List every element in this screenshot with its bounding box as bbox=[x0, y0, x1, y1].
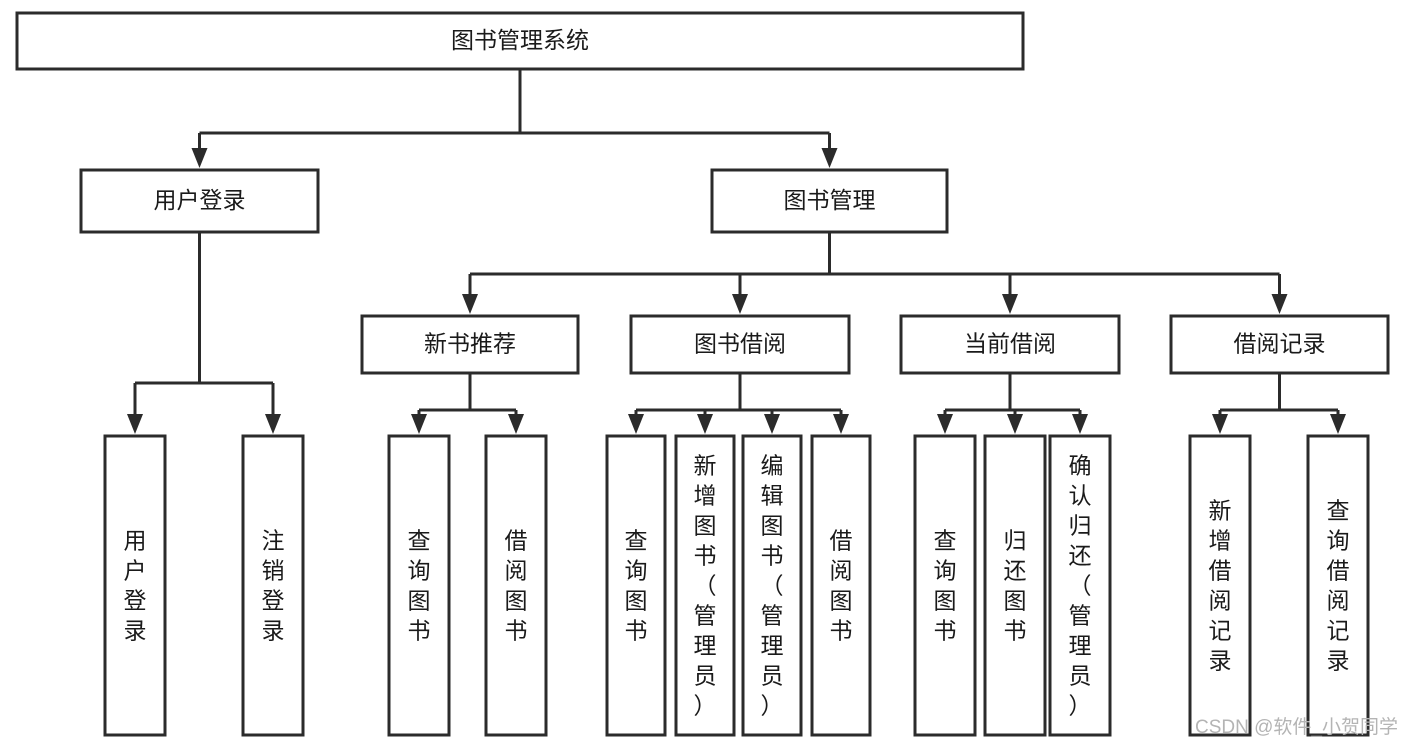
node-new-book-recommend-box bbox=[360, 314, 580, 375]
connector-layer bbox=[127, 69, 1346, 434]
node-leaf-query-borrow-record-box bbox=[1306, 434, 1370, 737]
node-leaf-user-login-box bbox=[103, 434, 167, 737]
node-leaf-add-borrow-record[interactable]: 新增借阅记录 bbox=[1188, 434, 1252, 737]
book-borrow-to-leaves-arrow bbox=[697, 414, 713, 434]
node-leaf-add-book-admin-label: 新增图书（管理员） bbox=[694, 453, 717, 719]
node-leaf-borrow-book[interactable]: 借阅图书 bbox=[810, 434, 872, 737]
node-leaf-query-book-rec-label: 查询图书 bbox=[408, 528, 431, 644]
book-manage-to-level3-arrow bbox=[1271, 294, 1288, 314]
node-leaf-user-logout[interactable]: 注销登录 bbox=[241, 434, 305, 737]
node-leaf-return-book-label: 归还图书 bbox=[1004, 528, 1027, 644]
node-leaf-user-login-label: 用户登录 bbox=[124, 528, 147, 644]
node-leaf-add-book-admin[interactable]: 新增图书（管理员） bbox=[674, 434, 736, 737]
node-new-book-recommend-label: 新书推荐 bbox=[424, 331, 516, 357]
node-leaf-query-book-rec-box bbox=[387, 434, 451, 737]
new-book-recommend-to-leaves-arrow bbox=[508, 414, 524, 434]
current-borrow-to-leaves-arrow bbox=[937, 414, 953, 434]
node-book-manage[interactable]: 图书管理 bbox=[710, 168, 949, 234]
node-leaf-edit-book-admin-label: 编辑图书（管理员） bbox=[761, 453, 784, 719]
node-book-borrow[interactable]: 图书借阅 bbox=[629, 314, 851, 375]
node-leaf-add-borrow-record-box bbox=[1188, 434, 1252, 737]
user-login-to-leaves-arrow bbox=[265, 414, 281, 434]
node-leaf-query-borrow-record[interactable]: 查询借阅记录 bbox=[1306, 434, 1370, 737]
node-leaf-borrow-book-rec[interactable]: 借阅图书 bbox=[484, 434, 548, 737]
node-new-book-recommend[interactable]: 新书推荐 bbox=[360, 314, 580, 375]
node-current-borrow-box bbox=[899, 314, 1121, 375]
node-root-box bbox=[15, 11, 1025, 71]
current-borrow-to-leaves-arrow bbox=[1007, 414, 1023, 434]
root-to-level2-arrow bbox=[191, 148, 208, 168]
node-leaf-borrow-book-rec-box bbox=[484, 434, 548, 737]
node-leaf-query-book-cur-box bbox=[913, 434, 977, 737]
node-current-borrow-label: 当前借阅 bbox=[964, 331, 1056, 357]
node-leaf-query-book-cur[interactable]: 查询图书 bbox=[913, 434, 977, 737]
node-leaf-edit-book-admin[interactable]: 编辑图书（管理员） bbox=[741, 434, 803, 737]
node-leaf-query-borrow-record-label: 查询借阅记录 bbox=[1327, 498, 1350, 674]
node-root[interactable]: 图书管理系统 bbox=[15, 11, 1025, 71]
node-leaf-user-logout-box bbox=[241, 434, 305, 737]
node-leaf-confirm-return-admin[interactable]: 确认归还（管理员） bbox=[1048, 434, 1112, 737]
book-borrow-to-leaves-arrow bbox=[764, 414, 780, 434]
node-layer: 图书管理系统用户登录图书管理新书推荐图书借阅当前借阅借阅记录用户登录注销登录查询… bbox=[15, 11, 1390, 737]
current-borrow-to-leaves-arrow bbox=[1072, 414, 1088, 434]
node-leaf-query-book-cur-label: 查询图书 bbox=[934, 528, 957, 644]
node-leaf-borrow-book-box bbox=[810, 434, 872, 737]
node-leaf-query-book-borrow[interactable]: 查询图书 bbox=[605, 434, 667, 737]
node-book-borrow-label: 图书借阅 bbox=[694, 331, 786, 357]
node-leaf-user-logout-label: 注销登录 bbox=[262, 528, 285, 644]
new-book-recommend-to-leaves-arrow bbox=[411, 414, 427, 434]
node-leaf-return-book[interactable]: 归还图书 bbox=[983, 434, 1047, 737]
node-leaf-query-book-rec[interactable]: 查询图书 bbox=[387, 434, 451, 737]
node-leaf-add-book-admin-box bbox=[674, 434, 736, 737]
node-user-login-box bbox=[79, 168, 320, 234]
node-leaf-query-book-borrow-box bbox=[605, 434, 667, 737]
node-leaf-borrow-book-rec-label: 借阅图书 bbox=[505, 528, 528, 644]
node-root-label: 图书管理系统 bbox=[451, 27, 589, 53]
node-borrow-record[interactable]: 借阅记录 bbox=[1169, 314, 1390, 375]
node-borrow-record-box bbox=[1169, 314, 1390, 375]
book-manage-to-level3-arrow bbox=[732, 294, 748, 314]
node-user-login[interactable]: 用户登录 bbox=[79, 168, 320, 234]
node-book-manage-label: 图书管理 bbox=[784, 187, 876, 213]
user-login-to-leaves-arrow bbox=[127, 414, 143, 434]
node-leaf-borrow-book-label: 借阅图书 bbox=[830, 528, 853, 644]
csdn-watermark: CSDN @软件_小贺同学 bbox=[1195, 716, 1398, 738]
borrow-record-to-leaves-arrow bbox=[1212, 414, 1228, 434]
book-borrow-to-leaves-arrow bbox=[628, 414, 644, 434]
node-leaf-confirm-return-admin-label: 确认归还（管理员） bbox=[1069, 453, 1092, 719]
node-leaf-query-book-borrow-label: 查询图书 bbox=[625, 528, 648, 644]
book-manage-to-level3-arrow bbox=[1002, 294, 1018, 314]
node-user-login-label: 用户登录 bbox=[154, 187, 246, 213]
root-to-level2-arrow bbox=[821, 148, 838, 168]
node-leaf-edit-book-admin-box bbox=[741, 434, 803, 737]
node-leaf-add-borrow-record-label: 新增借阅记录 bbox=[1209, 498, 1232, 674]
node-current-borrow[interactable]: 当前借阅 bbox=[899, 314, 1121, 375]
node-book-manage-box bbox=[710, 168, 949, 234]
book-manage-to-level3-arrow bbox=[462, 294, 478, 314]
node-borrow-record-label: 借阅记录 bbox=[1234, 331, 1326, 357]
node-book-borrow-box bbox=[629, 314, 851, 375]
borrow-record-to-leaves-arrow bbox=[1330, 414, 1346, 434]
book-borrow-to-leaves-arrow bbox=[833, 414, 849, 434]
node-leaf-user-login[interactable]: 用户登录 bbox=[103, 434, 167, 737]
node-leaf-return-book-box bbox=[983, 434, 1047, 737]
node-leaf-confirm-return-admin-box bbox=[1048, 434, 1112, 737]
